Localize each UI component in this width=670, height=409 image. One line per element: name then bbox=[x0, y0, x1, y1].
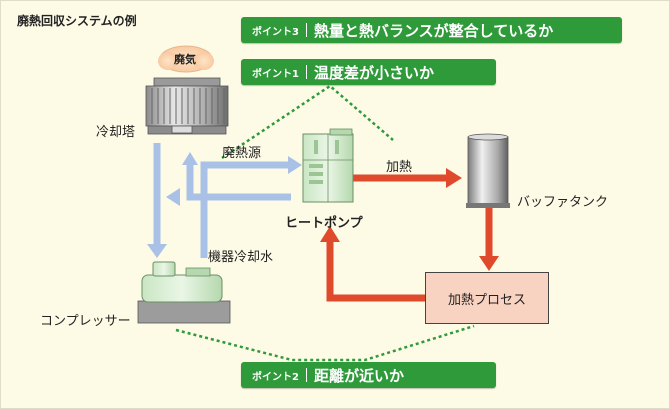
flow-compressor-up bbox=[200, 161, 291, 258]
heat-pump-illustration bbox=[302, 128, 354, 203]
point-1-separator bbox=[305, 65, 307, 79]
flow-process-to-heatpump bbox=[326, 240, 425, 302]
point-1-text: 温度差が小さいか bbox=[313, 63, 434, 82]
buffer-tank-illustration bbox=[466, 133, 510, 208]
flow-return-to-tower bbox=[186, 160, 291, 201]
cooling-tower-label: 冷却塔 bbox=[96, 125, 136, 140]
point-2-text: 距離が近いか bbox=[313, 366, 404, 385]
point-1-label: ポイント1 bbox=[252, 68, 299, 80]
arrowhead-up-heatpump bbox=[320, 226, 340, 242]
arrowhead-right-heatpump bbox=[288, 156, 302, 174]
point-3-separator bbox=[305, 23, 307, 37]
arrowhead-left-tower bbox=[166, 188, 180, 206]
heat-flows bbox=[326, 174, 493, 302]
point-2-banner: ポイント2 距離が近いか bbox=[241, 362, 496, 388]
point-2-separator bbox=[305, 368, 307, 382]
waste-heat-source-label: 廃熱源 bbox=[222, 146, 262, 161]
heating-process-label: 加熱プロセス bbox=[447, 292, 526, 308]
point-2-label: ポイント2 bbox=[252, 371, 299, 383]
heating-process-box: 加熱プロセス bbox=[425, 272, 549, 324]
arrowhead-down-compressor bbox=[147, 244, 167, 258]
arrowhead-right-tank bbox=[446, 168, 462, 188]
guide-lines bbox=[175, 84, 475, 362]
equipment-cooling-water-label: 機器冷却水 bbox=[208, 250, 274, 265]
cooling-water-arrowheads bbox=[147, 152, 302, 258]
compressor-label: コンプレッサー bbox=[40, 314, 131, 329]
guide-line-point2 bbox=[175, 324, 475, 362]
heating-label: 加熱 bbox=[386, 160, 413, 175]
guide-line-point1 bbox=[221, 84, 394, 160]
arrowhead-down-process bbox=[479, 256, 499, 271]
diagram-title: 廃熱回収システムの例 bbox=[17, 14, 137, 28]
heat-pump-label: ヒートポンプ bbox=[285, 216, 363, 231]
heat-arrowheads bbox=[320, 168, 499, 271]
point-3-text: 熱量と熱バランスが整合しているか bbox=[313, 21, 554, 40]
point-3-label: ポイント3 bbox=[252, 26, 299, 38]
cooling-tower-illustration bbox=[145, 45, 229, 135]
exhaust-label: 廃気 bbox=[174, 53, 196, 66]
arrowhead-up-tower bbox=[182, 152, 198, 165]
point-1-banner: ポイント1 温度差が小さいか bbox=[241, 59, 496, 85]
point-3-banner: ポイント3 熱量と熱バランスが整合しているか bbox=[241, 17, 622, 43]
buffer-tank-label: バッファタンク bbox=[517, 195, 609, 210]
cooling-water-flows bbox=[153, 143, 291, 258]
compressor-illustration bbox=[137, 261, 231, 324]
